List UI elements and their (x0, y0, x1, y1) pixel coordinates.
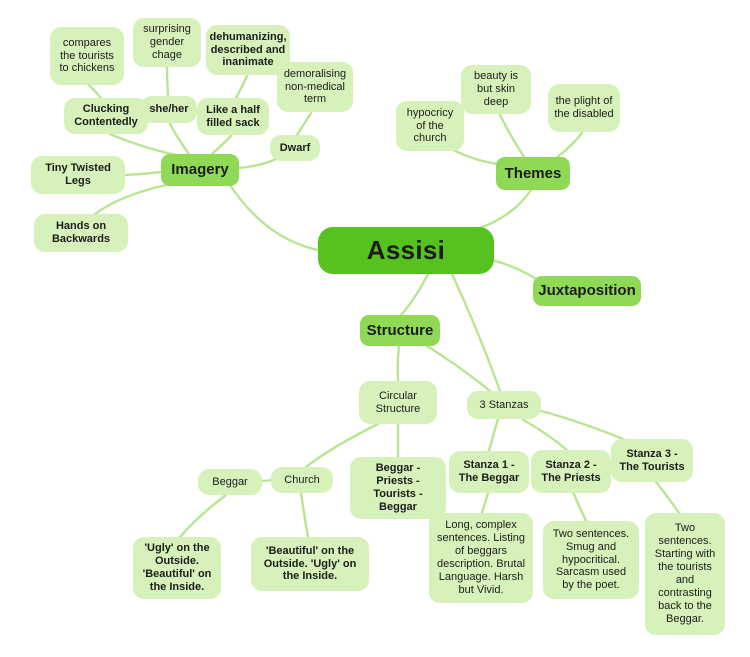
node-half-filled-sack[interactable]: Like a half filled sack (197, 98, 269, 135)
connector-dwarf-demoralising (295, 111, 313, 137)
node-juxtaposition[interactable]: Juxtaposition (533, 276, 641, 306)
node-stanza-1[interactable]: Stanza 1 - The Beggar (449, 451, 529, 493)
connector-halfsack-dehumanizing (234, 74, 249, 100)
node-3-stanzas[interactable]: 3 Stanzas (467, 391, 541, 419)
connector-themes-beauty (498, 113, 526, 159)
connector-stanzas-stanza1 (487, 417, 500, 453)
connector-circular-church (304, 422, 380, 469)
connector-clucking-compares (87, 83, 103, 100)
connector-imagery-hands (92, 183, 168, 217)
connector-stanza1-detail (480, 491, 490, 515)
node-ugly-outside[interactable]: 'Ugly' on the Outside. 'Beautiful' on th… (133, 537, 221, 599)
node-surprising-gender[interactable]: surprising gender chage (133, 18, 201, 67)
connector-imagery-clucking (108, 132, 184, 158)
connector-themes-plight (554, 131, 584, 160)
node-dehumanizing[interactable]: dehumanizing, described and inanimate (206, 25, 290, 75)
node-hands-on-backwards[interactable]: Hands on Backwards (34, 214, 128, 252)
connector-assisi-stanzas (450, 272, 502, 393)
node-beggar-priests-cycle[interactable]: Beggar - Priests - Tourists - Beggar (350, 457, 446, 519)
node-stanza-2[interactable]: Stanza 2 - The Priests (531, 450, 611, 493)
node-structure[interactable]: Structure (360, 315, 440, 346)
node-stanza-2-detail[interactable]: Two sentences. Smug and hypocritical. Sa… (543, 521, 639, 599)
node-themes[interactable]: Themes (496, 157, 570, 190)
connector-church-beautiful (299, 491, 310, 539)
node-beauty-skin-deep[interactable]: beauty is but skin deep (461, 65, 531, 114)
node-stanza-3-detail[interactable]: Two sentences. Starting with the tourist… (645, 513, 725, 635)
node-beautiful-outside[interactable]: 'Beautiful' on the Outside. 'Ugly' on th… (251, 537, 369, 591)
connector-stanza3-detail (654, 480, 681, 515)
connector-stanzas-stanza3 (536, 408, 627, 442)
connector-stanzas-stanza2 (520, 417, 569, 452)
node-stanza-1-detail[interactable]: Long, complex sentences. Listing of begg… (429, 513, 533, 603)
node-hypocricy-church[interactable]: hypocricy of the church (396, 101, 464, 151)
connector-imagery-sheher (168, 122, 191, 156)
node-stanza-3[interactable]: Stanza 3 - The Tourists (611, 439, 693, 482)
connector-imagery-halfsack (210, 134, 233, 156)
node-demoralising[interactable]: demoralising non-medical term (277, 62, 353, 112)
node-tiny-twisted-legs[interactable]: Tiny Twisted Legs (31, 156, 125, 194)
connector-assisi-themes (472, 188, 533, 232)
node-dwarf[interactable]: Dwarf (270, 135, 320, 161)
node-beggar[interactable]: Beggar (198, 469, 262, 495)
node-assisi[interactable]: Assisi (318, 227, 494, 274)
connector-imagery-dwarf (237, 156, 280, 170)
node-circular-structure[interactable]: Circular Structure (359, 381, 437, 424)
connector-structure-stanzas (425, 344, 492, 393)
connector-structure-circular (396, 344, 401, 383)
node-church[interactable]: Church (271, 467, 333, 493)
node-compares-tourists[interactable]: compares the tourists to chickens (50, 27, 124, 85)
node-imagery[interactable]: Imagery (161, 154, 239, 186)
connector-beggar-ugly (178, 493, 228, 539)
connector-church-beggar (260, 478, 273, 483)
connector-assisi-structure (399, 272, 430, 317)
connector-stanza2-detail (571, 490, 588, 523)
node-clucking-contentedly[interactable]: Clucking Contentedly (64, 98, 148, 134)
node-plight-disabled[interactable]: the plight of the disabled (548, 84, 620, 132)
node-she-her[interactable]: she/her (141, 96, 197, 123)
connector-assisi-imagery (228, 183, 332, 254)
connector-imagery-tinytwisted (124, 170, 163, 177)
connector-sheher-surprising (165, 64, 170, 98)
